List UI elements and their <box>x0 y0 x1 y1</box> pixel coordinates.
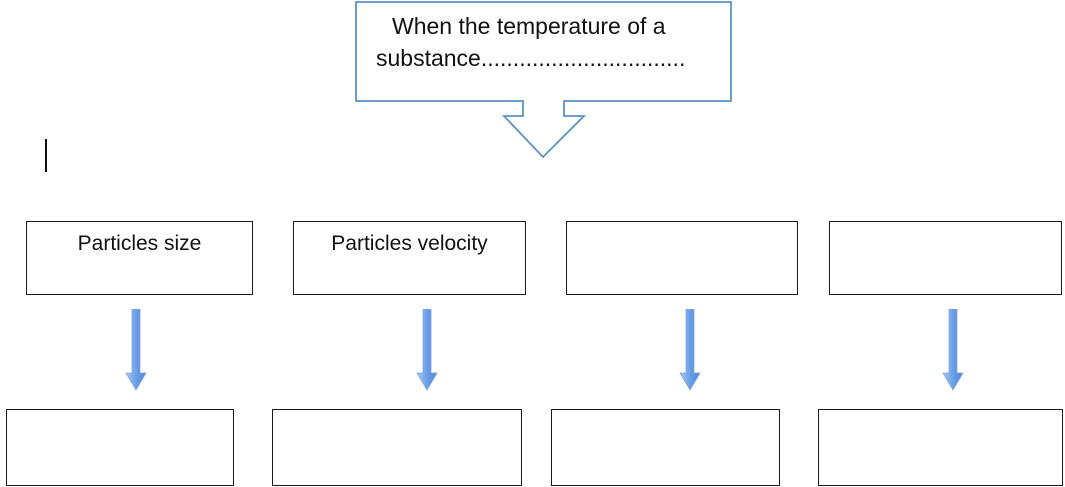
down-arrow-icon <box>679 309 701 391</box>
bottom-box-1 <box>6 409 234 486</box>
callout-text: When the temperature of a substance.....… <box>370 10 716 74</box>
callout-line-1: When the temperature of a <box>392 13 666 39</box>
top-box-2: Particles velocity <box>293 221 526 295</box>
top-box-1: Particles size <box>26 221 253 295</box>
down-arrow-icon <box>942 309 964 391</box>
top-box-4 <box>829 221 1062 295</box>
bottom-box-2 <box>272 409 522 486</box>
callout-line-2: substance...............................… <box>376 45 686 71</box>
top-box-3 <box>566 221 798 295</box>
down-arrow-icon <box>125 309 147 391</box>
down-arrow-icon <box>416 309 438 391</box>
top-box-2-label: Particles velocity <box>331 232 488 255</box>
text-cursor <box>45 139 47 172</box>
callout-outline <box>355 1 732 159</box>
bottom-box-4 <box>818 409 1063 486</box>
top-box-1-label: Particles size <box>77 232 202 255</box>
bottom-box-3 <box>551 409 780 486</box>
